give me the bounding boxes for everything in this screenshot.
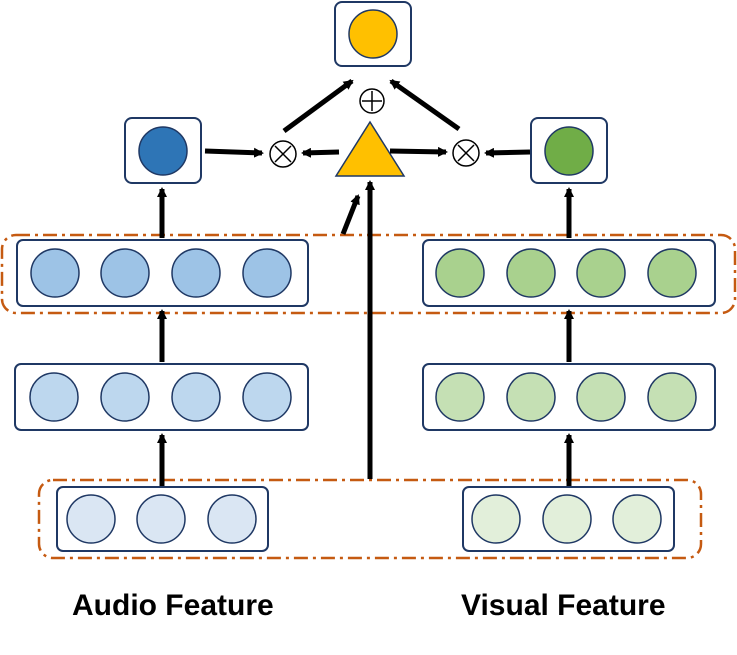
visual-input-node <box>612 494 662 544</box>
audio-top-node <box>100 248 150 298</box>
visual-output-box <box>530 117 608 184</box>
audio-hidden-node <box>29 372 79 422</box>
arrow-gate-to-audio-multiply <box>301 147 340 158</box>
fused-output-node <box>348 9 398 59</box>
audio-input-node <box>136 494 186 544</box>
audio-input-node <box>207 494 257 544</box>
audio-output-node <box>138 126 188 176</box>
circled-times-icon <box>452 139 480 167</box>
circled-times-icon <box>269 140 297 168</box>
visual-hidden-node <box>647 372 697 422</box>
audio-input-layer <box>56 486 269 552</box>
visual-top-node <box>435 248 485 298</box>
visual-input-node <box>471 494 521 544</box>
arrow-audio-output-to-multiply <box>204 147 264 158</box>
fused-output-box <box>334 1 412 67</box>
arrow-gate-to-visual-multiply <box>389 146 448 157</box>
triangle-icon <box>334 120 406 177</box>
visual-hidden-node <box>435 372 485 422</box>
audio-top-node <box>30 248 80 298</box>
arrow-visual-multiply-to-fused <box>389 78 461 132</box>
visual-top-node <box>576 248 626 298</box>
visual-top-layer <box>422 239 716 307</box>
visual-top-node <box>647 248 697 298</box>
arrow-audio-multiply-to-fused <box>282 78 354 134</box>
audio-top-node <box>171 248 221 298</box>
visual-hidden-node <box>506 372 556 422</box>
visual-top-node <box>506 248 556 298</box>
visual-output-node <box>544 126 594 176</box>
audio-hidden-node <box>100 372 150 422</box>
audio-output-box <box>124 117 202 184</box>
audio-hidden-layer <box>14 363 309 431</box>
visual-hidden-layer <box>422 363 716 431</box>
circled-plus-icon <box>359 88 385 114</box>
visual-input-layer <box>462 486 675 552</box>
arrow-top-to-gate <box>340 194 361 235</box>
input-group-outline <box>37 478 703 560</box>
audio-top-layer <box>16 239 309 307</box>
arrows <box>157 78 574 486</box>
visual-feature-label: Visual Feature <box>461 589 666 622</box>
audio-hidden-node <box>242 372 292 422</box>
arrow-visual-output-to-multiply <box>484 147 531 158</box>
audio-hidden-node <box>171 372 221 422</box>
audio-input-node <box>66 494 116 544</box>
audio-top-node <box>242 248 292 298</box>
visual-hidden-node <box>576 372 626 422</box>
audio-feature-label: Audio Feature <box>72 589 274 622</box>
visual-input-node <box>542 494 592 544</box>
